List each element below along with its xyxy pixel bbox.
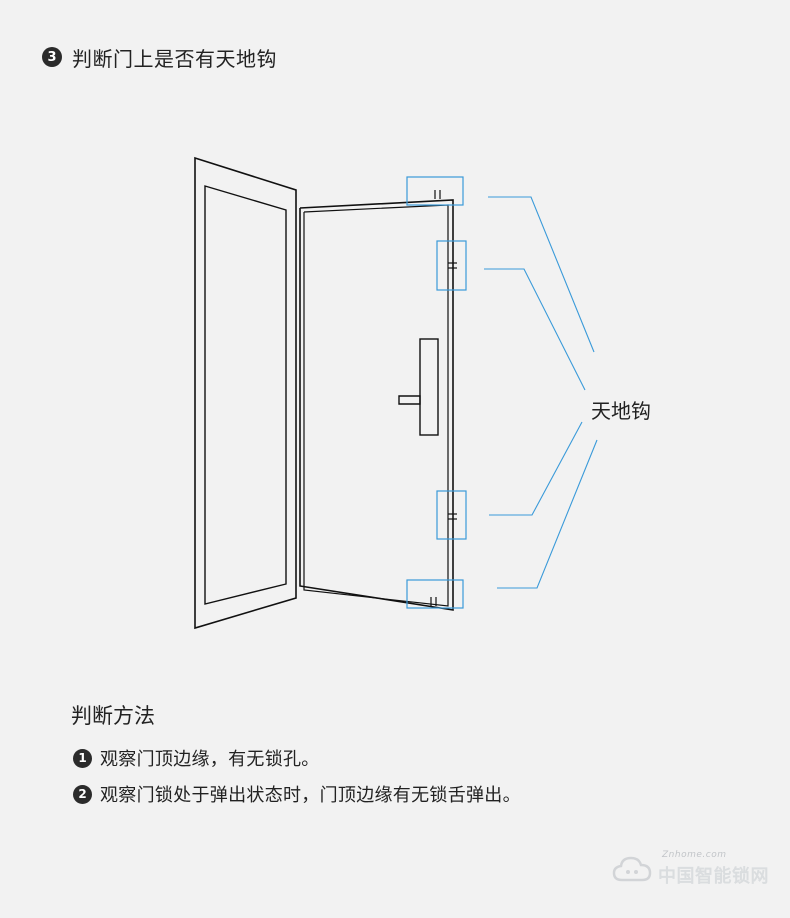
callout-line-lower bbox=[489, 421, 583, 516]
door-leaf-outline bbox=[194, 156, 297, 630]
lock-lever bbox=[398, 395, 421, 405]
upper-side-hook-mark bbox=[448, 262, 457, 269]
method-item: 1 观察门顶边缘，有无锁孔。 bbox=[73, 745, 521, 771]
lock-body bbox=[419, 338, 439, 436]
door-frame-outer bbox=[299, 199, 454, 611]
method-text: 观察门锁处于弹出状态时，门顶边缘有无锁舌弹出。 bbox=[100, 785, 521, 806]
method-text: 观察门顶边缘，有无锁孔。 bbox=[100, 749, 320, 770]
callout-line-upper bbox=[484, 268, 586, 391]
method-list: 1 观察门顶边缘，有无锁孔。 2 观察门锁处于弹出状态时，门顶边缘有无锁舌弹出。 bbox=[73, 745, 521, 817]
highlight-box-lower-side bbox=[436, 490, 467, 540]
method-number-badge: 1 bbox=[73, 748, 92, 768]
highlight-box-bottom bbox=[406, 579, 464, 609]
door-diagram bbox=[194, 156, 598, 630]
method-title: 判断方法 bbox=[71, 704, 155, 728]
page-title: 判断门上是否有天地钩 bbox=[72, 46, 277, 71]
method-item: 2 观察门锁处于弹出状态时，门顶边缘有无锁舌弹出。 bbox=[73, 781, 521, 807]
callout-line-bottom bbox=[497, 439, 598, 589]
callout-line-top bbox=[488, 196, 595, 353]
top-hook-mark bbox=[434, 190, 441, 199]
step-number-badge: 3 bbox=[42, 47, 62, 67]
watermark: Znhome.com 中国智能锁网 bbox=[612, 850, 772, 890]
bottom-hook-mark bbox=[430, 597, 437, 606]
door-frame-inner bbox=[303, 204, 449, 607]
watermark-domain: Znhome.com bbox=[662, 850, 727, 860]
step-header: 3 判断门上是否有天地钩 bbox=[42, 44, 277, 71]
hook-callout-label: 天地钩 bbox=[591, 399, 651, 423]
watermark-title: 中国智能锁网 bbox=[658, 866, 769, 887]
method-number-badge: 2 bbox=[73, 784, 92, 804]
highlight-box-upper-side bbox=[436, 240, 467, 291]
highlight-box-top bbox=[406, 176, 464, 206]
cloud-icon bbox=[612, 856, 652, 882]
lower-side-hook-mark bbox=[448, 513, 457, 520]
door-leaf-inner-panel bbox=[204, 185, 287, 605]
